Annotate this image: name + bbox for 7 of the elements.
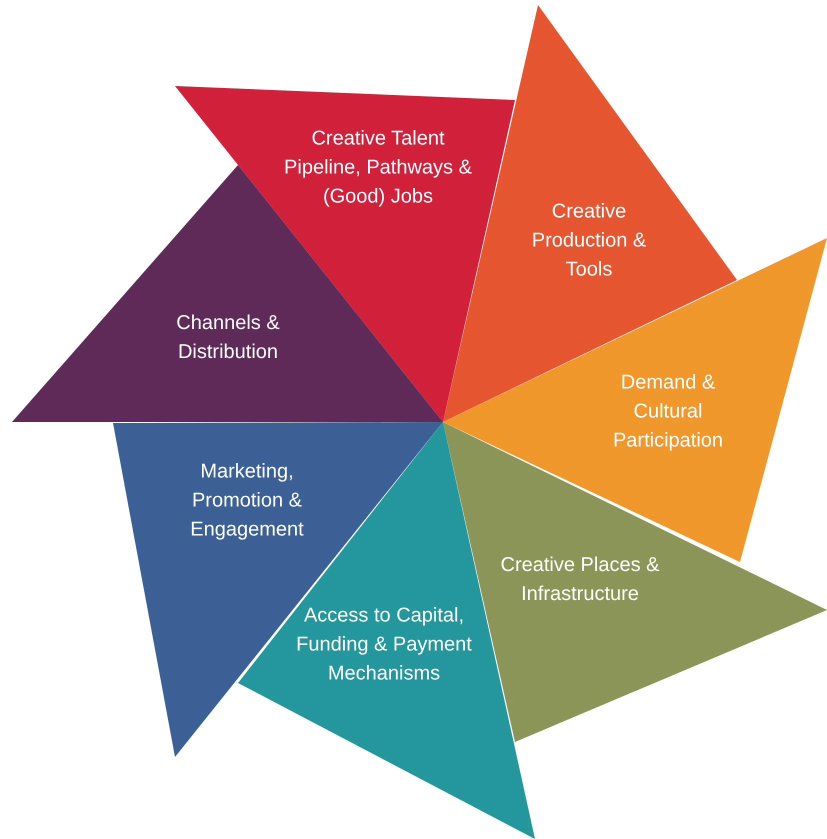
segment-label: Creative Places & Infrastructure bbox=[500, 553, 660, 607]
segment-label: Marketing, Promotion & Engagement bbox=[189, 460, 305, 542]
segment-label: Creative Talent Pipeline, Pathways & (Good) Jobs bbox=[283, 126, 473, 210]
segment-label: Demand & Cultural Participation bbox=[612, 370, 724, 454]
segment-label: Creative Production & Tools bbox=[530, 200, 648, 282]
segment-label: Access to Capital, Funding & Payment Mechanisms bbox=[295, 604, 473, 686]
segment-label: Channels & Distribution bbox=[175, 311, 281, 365]
